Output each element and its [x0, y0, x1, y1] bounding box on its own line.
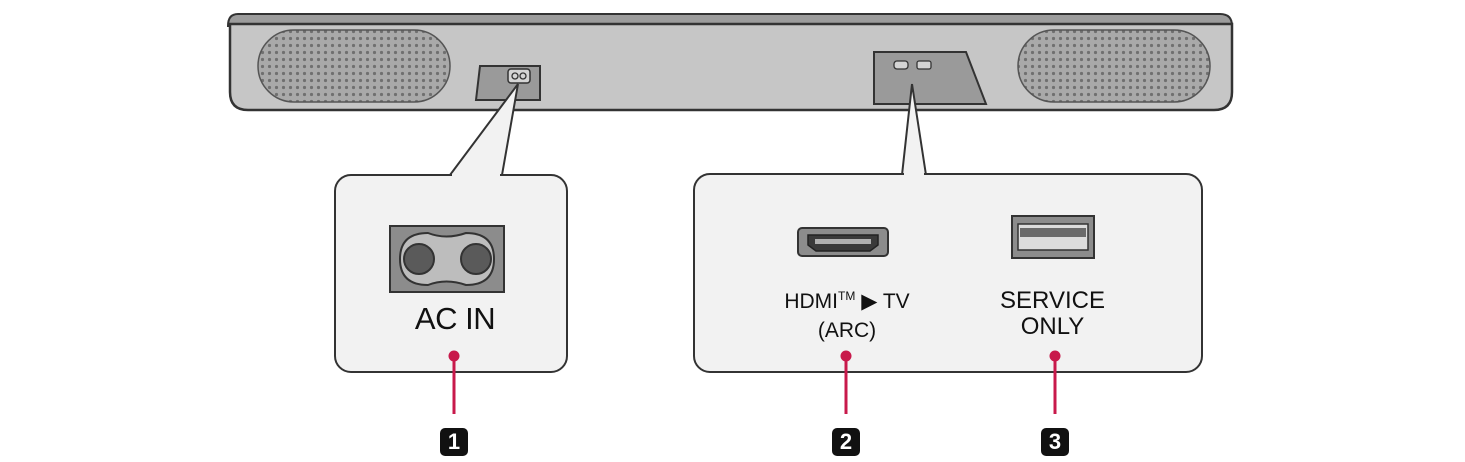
ac-in-label: AC IN [414, 301, 496, 336]
right-speaker-grille [1017, 29, 1211, 103]
service-only-label: SERVICE ONLY [965, 287, 1140, 341]
left-speaker-grille [257, 29, 451, 103]
callout-2-leader-dot [840, 350, 852, 362]
ac-socket-icon [389, 225, 505, 293]
hdmi-usb-port-recess [873, 51, 988, 105]
ports-callout-panel [693, 173, 1203, 373]
callout-number-1: 1 [440, 428, 468, 456]
callout-number-2: 2 [832, 428, 860, 456]
service-label-line1: SERVICE [1000, 287, 1105, 314]
callout-number-3: 3 [1041, 428, 1069, 456]
hdmi-trademark: TM [838, 289, 856, 303]
callout-3-leader-dot [1049, 350, 1061, 362]
hdmi-port-icon [797, 227, 889, 257]
callout-1-leader-dot [448, 350, 460, 362]
hdmi-label-tv: TV [882, 290, 910, 313]
hdmi-arrow: ▶ [861, 290, 878, 313]
usb-port-icon [1011, 215, 1095, 259]
hdmi-label: HDMITM ▶ TV (ARC) [752, 289, 942, 343]
hdmi-label-main: HDMI [784, 290, 839, 313]
hdmi-arc-label: (ARC) [817, 319, 877, 343]
service-label-line2: ONLY [1020, 313, 1085, 341]
